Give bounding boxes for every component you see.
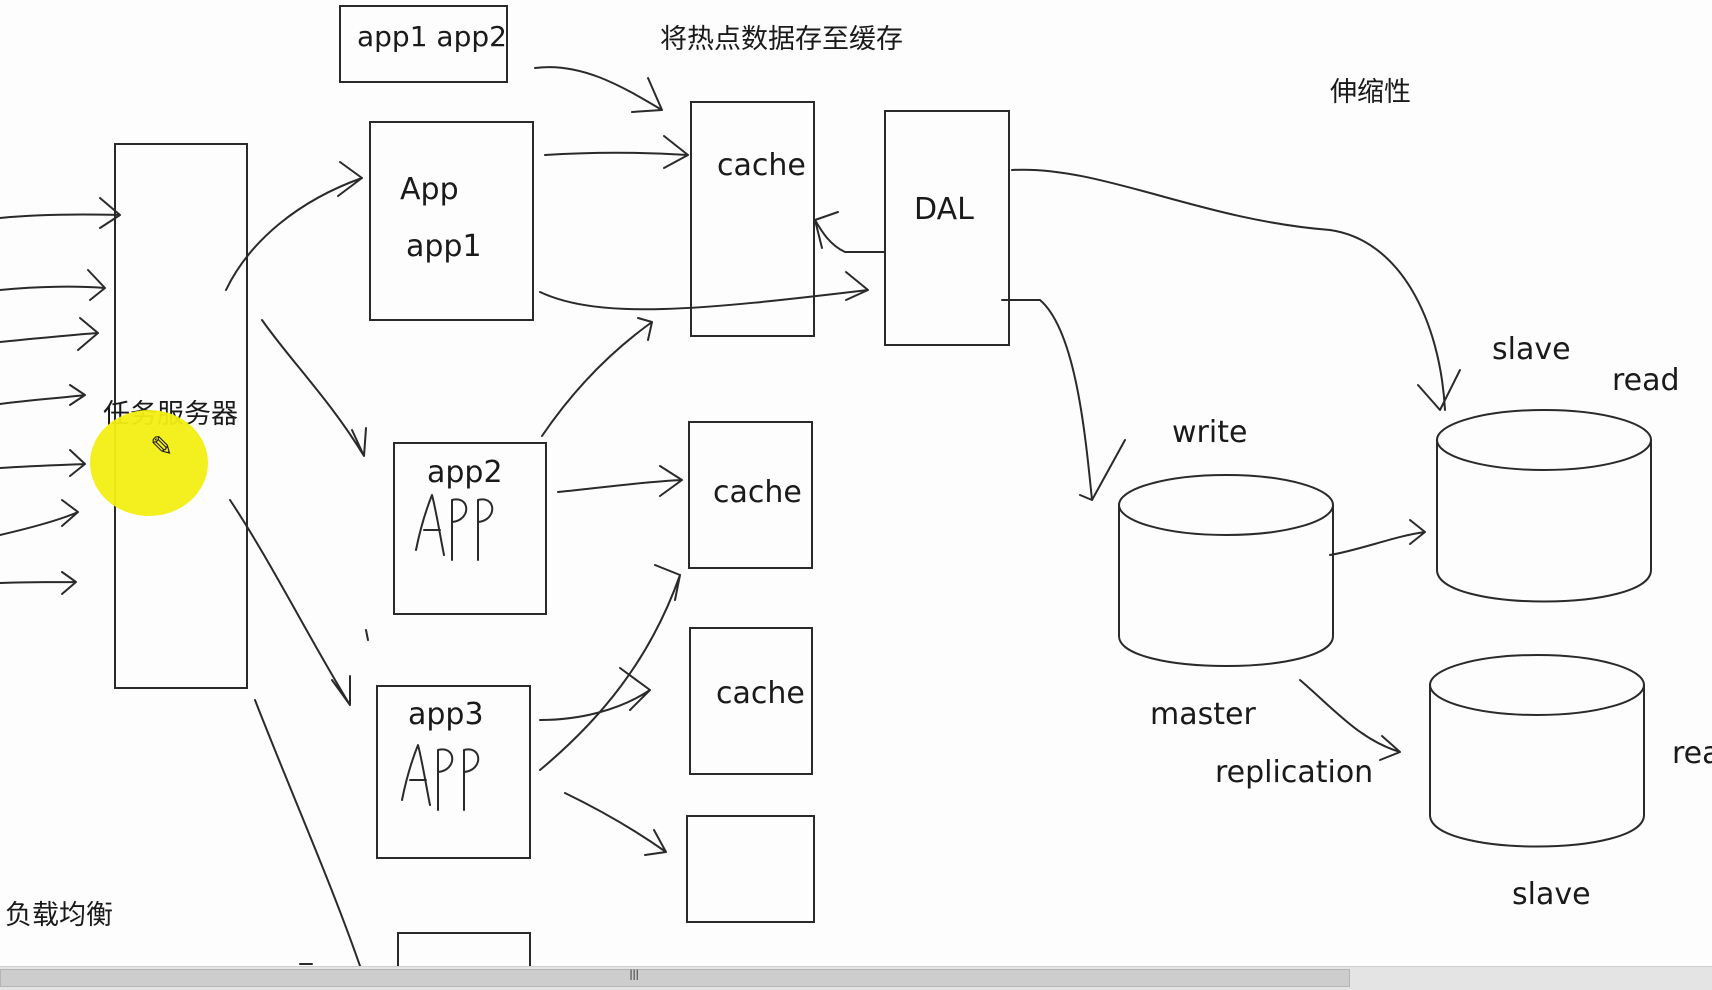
scalability-label: 伸缩性: [1330, 77, 1411, 108]
cache-box-top: [690, 101, 815, 337]
write-label: write: [1172, 415, 1248, 450]
app1-line2: app1: [406, 229, 482, 264]
scrollbar-grip: III: [629, 968, 639, 984]
cursor-highlight: [90, 410, 208, 516]
scrollbar-thumb[interactable]: III: [0, 968, 1350, 987]
dal-box: [884, 110, 1010, 346]
pencil-icon: ✎: [150, 430, 174, 463]
app1-line1: App: [400, 172, 459, 207]
empty-box: [686, 815, 815, 923]
app2-label: app2: [427, 455, 503, 490]
dal-label: DAL: [914, 192, 974, 227]
load-balance-label: 负载均衡: [5, 900, 113, 931]
cache-label-3: cache: [716, 676, 805, 711]
master-label: master: [1150, 697, 1256, 732]
app1-box: [369, 121, 534, 321]
slave-label-top: slave: [1492, 332, 1571, 367]
horizontal-scrollbar[interactable]: III: [0, 966, 1712, 990]
app2-box: [393, 442, 547, 615]
task-server-box: [114, 143, 248, 689]
app3-label: app3: [408, 697, 484, 732]
hot-data-cache-title: 将热点数据存至缓存: [660, 24, 903, 55]
app-group-label: app1 app2: [357, 20, 507, 53]
app-group-box: [339, 5, 508, 83]
connector-lines: [0, 66, 1652, 966]
read-label-top: read: [1612, 363, 1680, 398]
cache-box-2: [688, 421, 813, 569]
app3-box: [376, 685, 531, 859]
read-label-bottom: rea: [1672, 736, 1712, 771]
cache-label-2: cache: [713, 475, 802, 510]
cache-box-3: [689, 627, 813, 775]
replication-label: replication: [1215, 755, 1374, 790]
cache-label-top: cache: [717, 148, 806, 183]
slave-label-bottom: slave: [1512, 877, 1591, 912]
